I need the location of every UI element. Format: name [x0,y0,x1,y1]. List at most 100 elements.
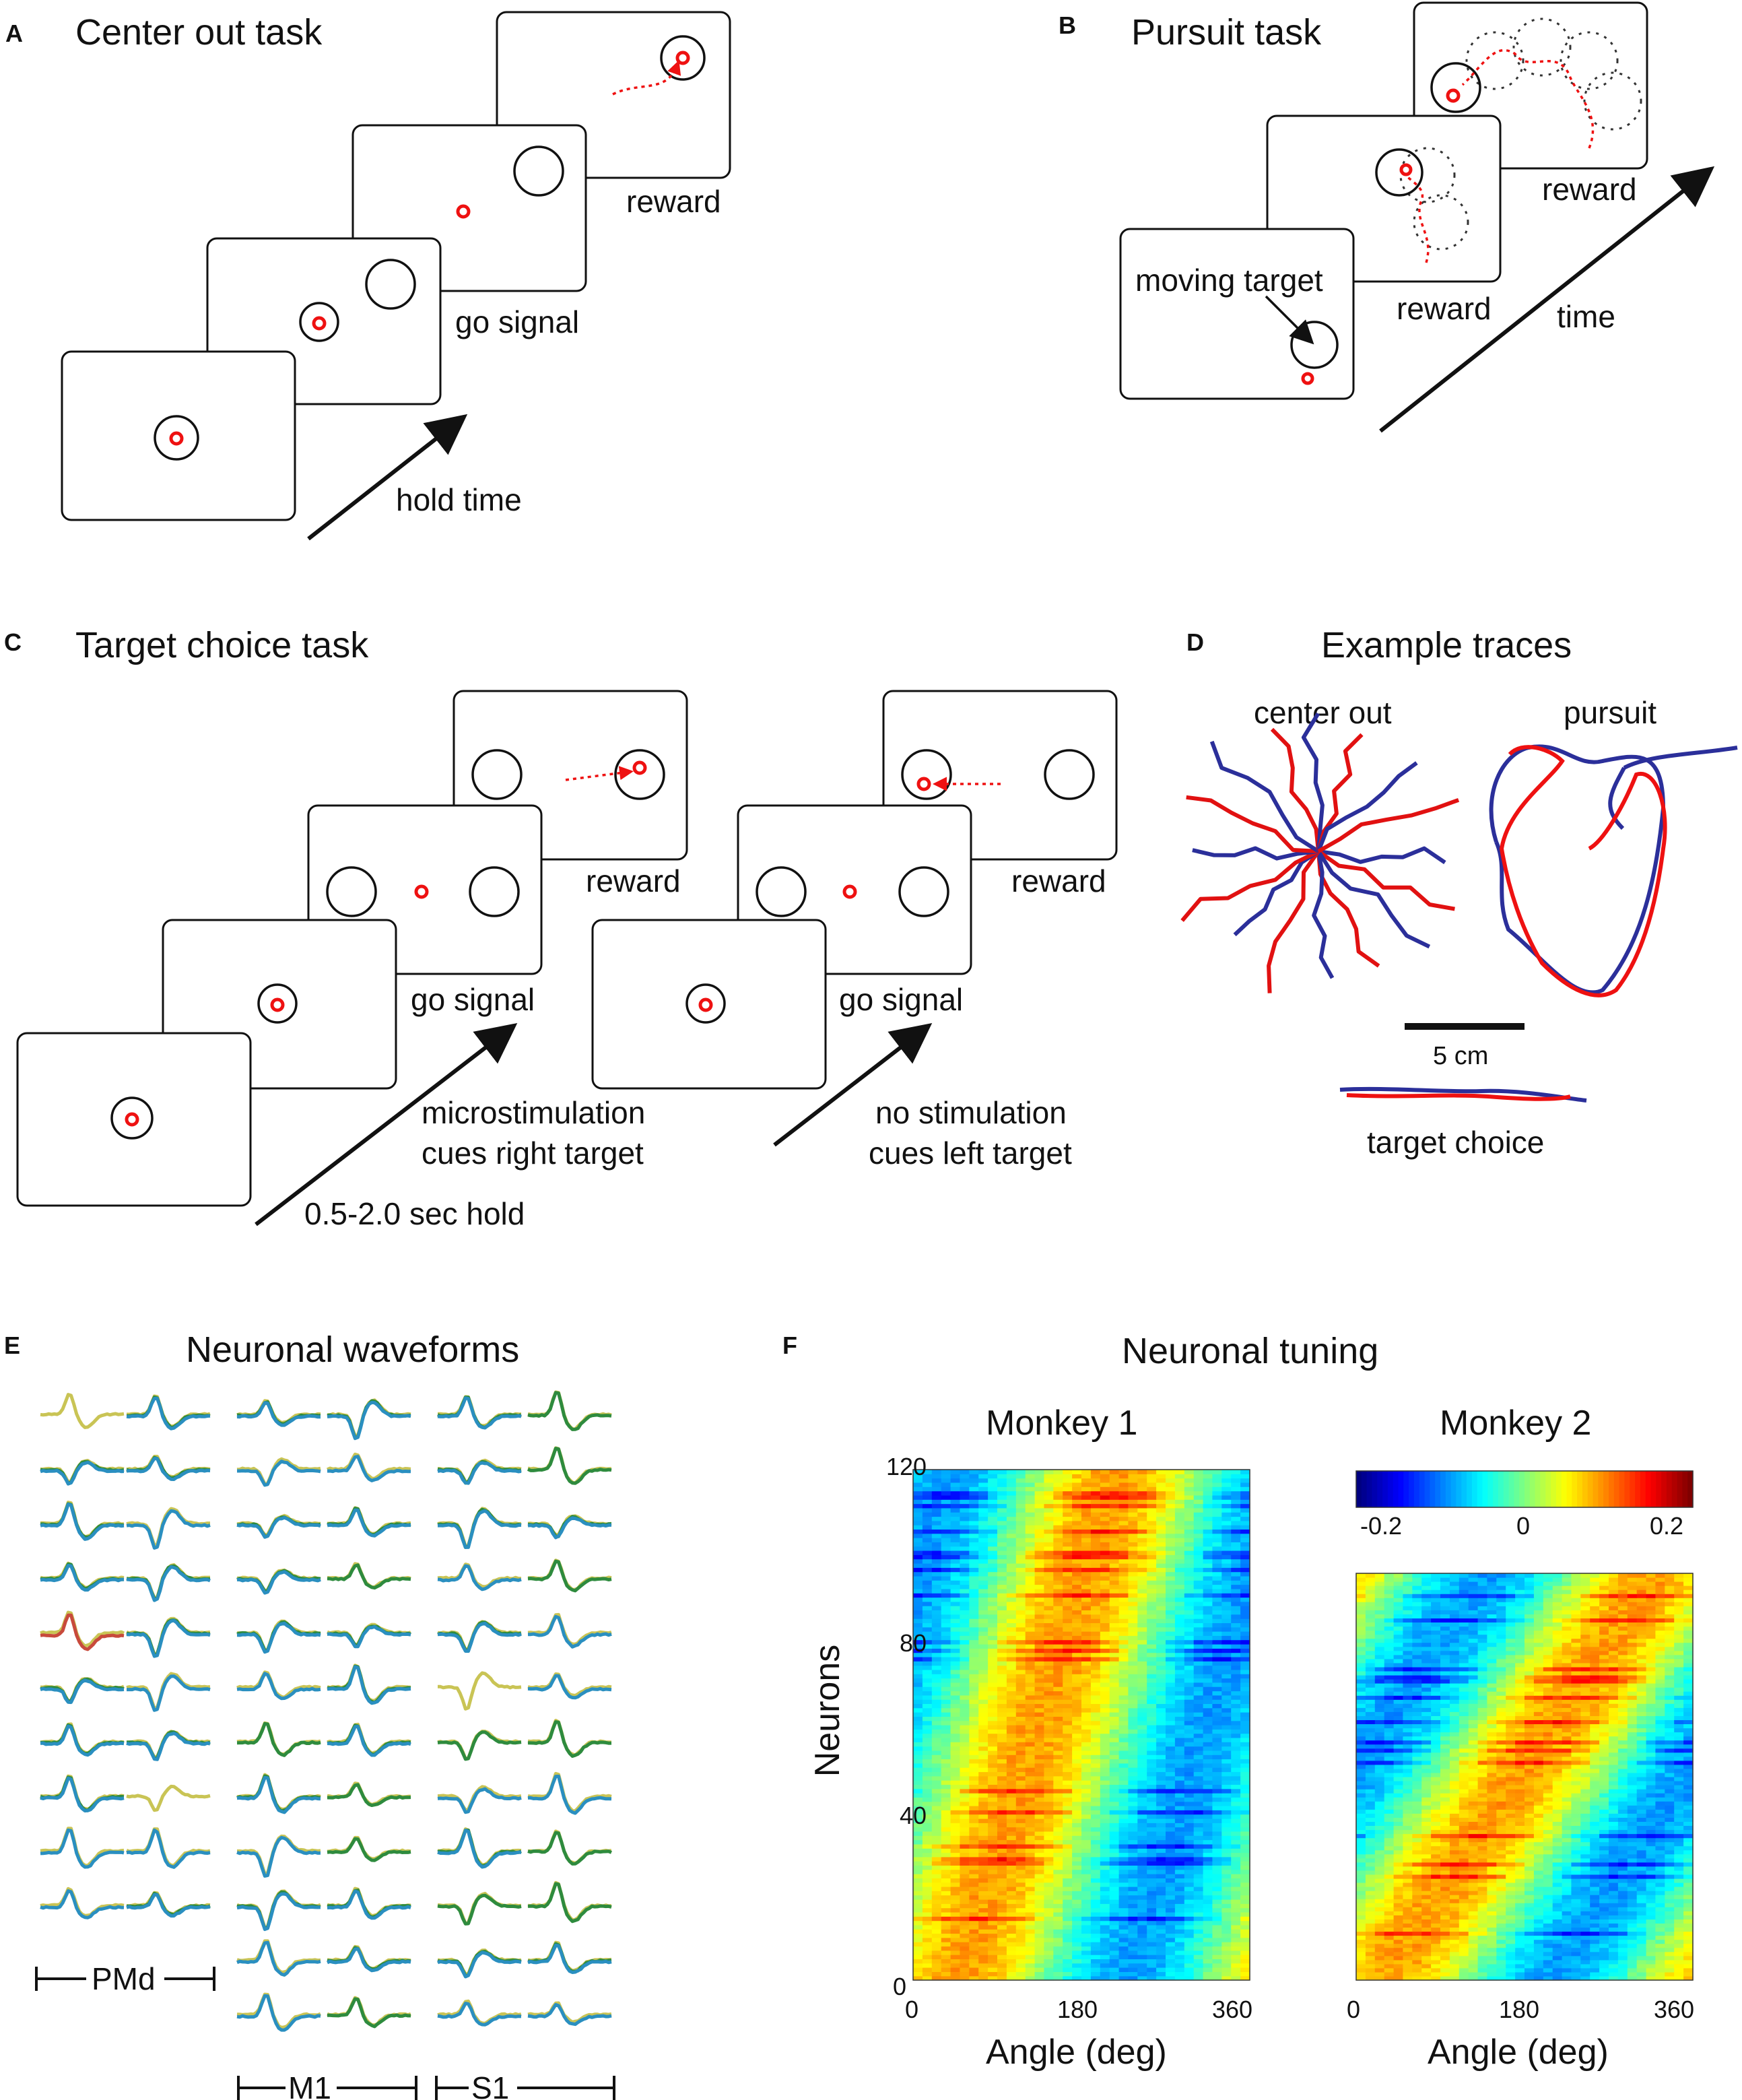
heatmap-cell [1063,1788,1073,1794]
heatmap-cell [1015,1886,1026,1891]
heatmap-cell [1053,1882,1063,1887]
heatmap-cell [1006,1937,1017,1942]
heatmap-cell [941,1503,951,1509]
heatmap-cell [1109,1580,1120,1585]
heatmap-cell [1137,1975,1147,1981]
heatmap-cell [1128,1882,1138,1887]
heatmap-cell [1053,1767,1063,1773]
heatmap-cell [1044,1955,1054,1959]
heatmap-cell [1174,1971,1185,1977]
heatmap-cell [1137,1512,1147,1517]
heatmap-cell [1384,1943,1395,1948]
heatmap-cell [1374,1967,1385,1973]
heatmap-cell [1203,1644,1213,1649]
waveform-trace [40,1774,125,1811]
heatmap-cell [1617,1951,1628,1957]
heatmap-cell [1100,1695,1110,1700]
heatmap-cell [1081,1644,1092,1649]
heatmap-cell [1128,1550,1138,1555]
heatmap-cell [1166,1797,1176,1802]
heatmap-cell [950,1554,961,1560]
heatmap-cell [1184,1580,1195,1585]
heatmap-cell [1081,1874,1092,1878]
heatmap-cell [1006,1478,1017,1483]
heatmap-cell [1100,1831,1110,1836]
label-cues-right: cues right target [422,1136,644,1171]
heatmap-cell [1081,1856,1092,1862]
heatmap-cell [997,1742,1007,1747]
heatmap-cell [913,1474,923,1479]
heatmap-cell [931,1503,942,1509]
heatmap-cell [1063,1907,1073,1913]
heatmap-cell [1421,1971,1432,1977]
heatmap-cell [922,1793,933,1798]
heatmap-cell [1221,1911,1232,1917]
heatmap-cell [1203,1856,1213,1862]
heatmap-cell [931,1823,942,1828]
heatmap-cell [1683,1971,1694,1977]
heatmap-cell [1015,1644,1026,1649]
heatmap-cell [1166,1495,1176,1500]
heatmap-cell [997,1843,1007,1849]
heatmap-cell [1118,1886,1129,1891]
heatmap-cell [1118,1482,1129,1487]
heatmap-cell [1580,1955,1590,1961]
heatmap-cell [1184,1963,1195,1968]
heatmap-cell [1044,1610,1054,1615]
heatmap-cell [1212,1835,1222,1841]
heatmap-cell [1044,1499,1054,1505]
heatmap-cell [1006,1665,1017,1670]
heatmap-cell [1212,1503,1222,1509]
heatmap-cell [960,1742,970,1747]
heatmap-cell [1006,1656,1017,1662]
heatmap-cell [1147,1843,1157,1849]
heatmap-cell [969,1618,979,1623]
heatmap-cell [1212,1929,1222,1934]
heatmap-cell [1072,1839,1082,1845]
heatmap-cell [1081,1942,1092,1947]
heatmap-cell [988,1669,998,1674]
heatmap-cell [1090,1580,1101,1585]
heatmap-cell [1081,1929,1092,1934]
heatmap-cell [931,1861,942,1866]
heatmap-cell [1240,1707,1250,1713]
heatmap-cell [969,1516,979,1521]
heatmap-cell [1412,1951,1422,1957]
heatmap-cell [922,1703,933,1709]
heatmap-cell [1109,1610,1120,1615]
heatmap-cell [997,1771,1007,1777]
heatmap-cell [1240,1856,1250,1862]
heatmap-cell [1090,1882,1101,1887]
heatmap-cell [978,1470,989,1474]
heatmap-cell [922,1720,933,1726]
heatmap-cell [1090,1801,1101,1806]
screen-hold [61,350,296,521]
heatmap-cell [1109,1907,1120,1913]
heatmap-cell [1137,1814,1147,1819]
waveform-trace [527,1882,612,1924]
heatmap-cell [1044,1963,1054,1968]
heatmap-cell [1184,1550,1195,1555]
heatmap-cell [1203,1895,1213,1900]
heatmap-cell [1090,1920,1101,1926]
heatmap-cell [913,1580,923,1585]
heatmap-cell [1063,1963,1073,1968]
heatmap-cell [922,1882,933,1887]
heatmap-cell [1025,1661,1036,1666]
heatmap-cell [1459,1935,1469,1940]
heatmap-cell [1006,1818,1017,1823]
heatmap-cell [960,1950,970,1955]
heatmap-cell [1118,1852,1129,1858]
heatmap-cell [1034,1763,1045,1768]
heatmap-cell [931,1631,942,1636]
heatmap-cell [1128,1597,1138,1602]
heatmap-cell [960,1601,970,1606]
heatmap-cell [1231,1916,1241,1922]
target-circle-right [614,749,665,800]
heatmap-cell [1128,1674,1138,1679]
heatmap-cell [1100,1916,1110,1922]
heatmap-cell [988,1882,998,1887]
heatmap-cell [1128,1470,1138,1474]
heatmap-cell [1034,1712,1045,1717]
heatmap-cell [1459,1939,1469,1944]
